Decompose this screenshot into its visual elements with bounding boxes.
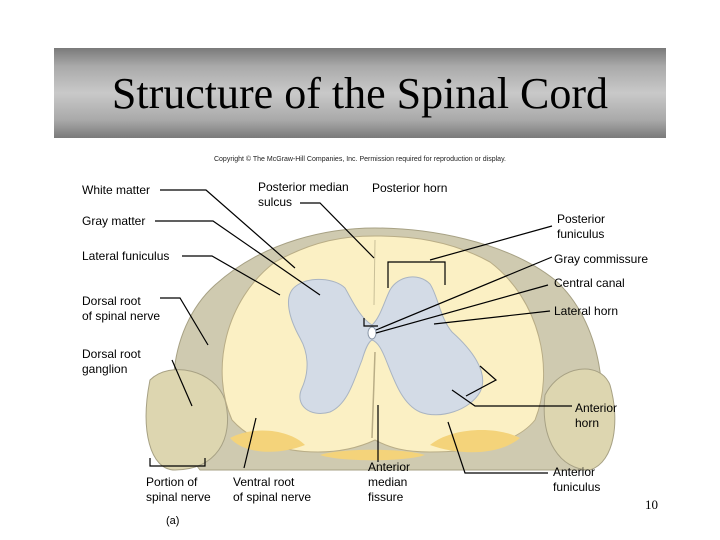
label-dorsal-root-line-1: Dorsal root — [82, 294, 141, 308]
label-post-funiculus-line-1: Posterior — [557, 212, 606, 226]
leader-lateral-horn — [433, 310, 551, 325]
leader-anterior-horn — [451, 389, 572, 407]
yellow-tissue-bottom — [320, 449, 425, 461]
central-canal — [367, 326, 377, 340]
label-ant-funiculus-line-1: Anterior — [553, 465, 596, 479]
leader-posterior-sulcus — [300, 202, 375, 259]
bracket-central-canal — [363, 318, 378, 327]
bracket-posterior-horn — [387, 261, 446, 288]
label-anterior-horn-line-1: Anterior — [575, 401, 618, 415]
gray-matter — [287, 276, 484, 416]
label-portion-spinal-nerve: Portion of spinal nerve — [146, 475, 211, 505]
label-ventral-line-2: of spinal nerve — [233, 490, 312, 504]
panel-label: (a) — [166, 515, 180, 527]
right-ganglion — [543, 368, 616, 471]
label-dorsal-root-line-2: of spinal nerve — [82, 309, 161, 323]
label-portion-line-2: spinal nerve — [146, 490, 211, 504]
label-dorsal-root: Dorsal root of spinal nerve — [82, 294, 160, 324]
leader-central-canal — [375, 284, 549, 334]
label-ganglion-line-1: Dorsal root — [82, 347, 141, 361]
bracket-portion-spinal-nerve — [149, 458, 206, 467]
label-posterior-funiculus: Posterior funiculus — [557, 212, 605, 242]
label-ant-funiculus-line-2: funiculus — [553, 480, 601, 494]
label-lateral-funiculus: Lateral funiculus — [82, 249, 170, 263]
label-fissure-line-3: fissure — [368, 490, 404, 504]
label-anterior-horn-line-2: horn — [575, 416, 600, 430]
label-white-matter: White matter — [82, 183, 151, 197]
label-anterior-horn: Anterior horn — [575, 401, 617, 431]
label-portion-line-1: Portion of — [146, 475, 198, 489]
label-gray-matter: Gray matter — [82, 214, 146, 228]
label-ventral-root: Ventral root of spinal nerve — [233, 475, 311, 505]
label-lateral-horn: Lateral horn — [554, 304, 619, 318]
leader-white-matter — [160, 189, 296, 269]
label-dorsal-root-ganglion: Dorsal root ganglion — [82, 347, 141, 377]
label-ventral-line-1: Ventral root — [233, 475, 295, 489]
bracket-anterior-horn — [465, 365, 498, 397]
label-fissure-line-1: Anterior — [368, 460, 411, 474]
page-number: 10 — [645, 497, 658, 512]
label-sulcus-line-2: sulcus — [258, 195, 293, 209]
label-post-funiculus-line-2: funiculus — [557, 227, 605, 241]
label-anterior-median-fissure: Anterior median fissure — [368, 460, 410, 505]
left-ganglion — [145, 369, 229, 471]
label-posterior-horn: Posterior horn — [372, 181, 448, 195]
leader-gray-matter — [155, 220, 321, 296]
leader-gray-commissure — [375, 256, 553, 331]
slide-title: Structure of the Spinal Cord — [111, 68, 609, 118]
leader-lateral-funiculus — [182, 255, 281, 296]
label-central-canal: Central canal — [554, 276, 625, 290]
label-posterior-median-sulcus: Posterior median sulcus — [258, 180, 349, 210]
leader-dorsal-root-ganglion — [171, 359, 193, 407]
label-sulcus-line-1: Posterior median — [258, 180, 349, 194]
label-gray-commissure: Gray commissure — [554, 252, 649, 266]
copyright-notice: Copyright © The McGraw-Hill Companies, I… — [213, 156, 506, 163]
label-ganglion-line-2: ganglion — [82, 362, 128, 376]
label-anterior-funiculus: Anterior funiculus — [553, 465, 600, 495]
leader-anterior-funiculus — [447, 421, 548, 474]
leader-ventral-root — [243, 417, 257, 469]
posterior-sulcus — [373, 239, 376, 306]
median-fissure — [371, 351, 376, 439]
title-bar: Structure of the Spinal Cord — [54, 48, 666, 138]
label-fissure-line-2: median — [368, 475, 408, 489]
leader-posterior-funiculus — [429, 225, 553, 261]
leader-dorsal-root — [160, 297, 209, 346]
